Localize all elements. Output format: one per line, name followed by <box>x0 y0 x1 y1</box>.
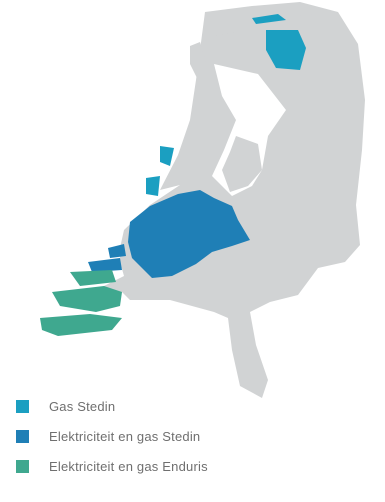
legend-label-gas-stedin: Gas Stedin <box>49 398 116 414</box>
region-elektriciteit-gas-enduris-2 <box>52 286 122 312</box>
island-ameland <box>298 8 322 16</box>
region-elektriciteit-gas-stedin <box>128 190 250 278</box>
legend-label-elektriciteit-gas-enduris: Elektriciteit en gas Enduris <box>49 458 208 474</box>
netherlands-mainland <box>96 2 365 398</box>
region-elektriciteit-gas-enduris-3 <box>40 314 122 336</box>
region-elektriciteit-gas-stedin-west-b <box>88 258 122 272</box>
legend-item-elektriciteit-gas-enduris: Elektriciteit en gas Enduris <box>16 458 208 474</box>
legend-swatch-elektriciteit-gas-stedin <box>16 429 29 443</box>
legend-label-elektriciteit-gas-stedin: Elektriciteit en gas Stedin <box>49 428 201 444</box>
island-vlieland <box>212 26 236 36</box>
legend-item-elektriciteit-gas-stedin: Elektriciteit en gas Stedin <box>16 428 208 444</box>
legend: Gas Stedin Elektriciteit en gas Stedin E… <box>16 398 208 474</box>
legend-swatch-gas-stedin <box>16 399 29 413</box>
netherlands-map <box>40 2 365 398</box>
region-elektriciteit-gas-enduris-1 <box>70 270 116 286</box>
flevoland <box>222 136 262 192</box>
region-gas-stedin-groningen <box>266 30 306 70</box>
island-texel <box>190 42 206 80</box>
map-svg <box>40 2 365 398</box>
region-gas-stedin-island <box>252 14 286 24</box>
legend-item-gas-stedin: Gas Stedin <box>16 398 208 414</box>
region-gas-stedin-noordholland-b <box>146 176 160 196</box>
region-gas-stedin-noordholland-a <box>160 146 174 166</box>
region-elektriciteit-gas-stedin-west-a <box>108 244 126 258</box>
legend-swatch-elektriciteit-gas-enduris <box>16 459 29 473</box>
